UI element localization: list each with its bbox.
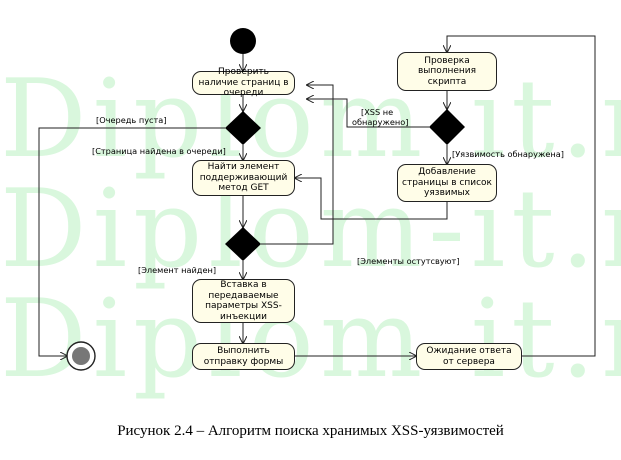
action-find-element: Найти элемент поддерживающий метод GET <box>192 160 295 196</box>
flow-d2-to-check <box>261 85 334 245</box>
watermark-line-2: Diplom-it.ru <box>0 167 621 292</box>
guard-elements-absent: [Элементы остутсвуют] <box>357 256 460 266</box>
guard-xss-not-found-1: [XSS не <box>361 107 394 117</box>
decision-element <box>225 227 261 261</box>
guard-xss-not-found-2: обнаружено] <box>352 117 409 127</box>
decision-queue <box>225 111 261 145</box>
flow-d3-to-check-queue <box>307 99 429 128</box>
figure-caption: Рисунок 2.4 – Алгоритм поиска хранимых X… <box>117 423 504 439</box>
guard-queue-empty: [Очередь пуста] <box>96 115 167 125</box>
action-add-page: Добавление страницы в список уязвимых <box>397 164 497 202</box>
guard-vuln-found: [Уязвимость обнаружена] <box>452 149 564 159</box>
watermark-line-3: Diplom-it.ru <box>0 277 621 402</box>
action-check-script: Проверка выполнения скрипта <box>397 52 497 91</box>
flow-add-to-find <box>295 178 448 220</box>
action-send-form: Выполнить отправку формы <box>192 343 295 370</box>
end-node <box>66 341 96 371</box>
flow-d1-to-end <box>38 127 225 356</box>
action-insert-params: Вставка в передаваемые параметры XSS-инъ… <box>192 279 295 323</box>
action-check-queue: Проверить наличие страниц в очереди <box>192 67 295 98</box>
guard-element-found: [Элемент найден] <box>138 265 217 275</box>
decision-xss <box>429 109 465 145</box>
start-node <box>230 28 256 54</box>
guard-page-found: [Страница найдена в очереди] <box>92 146 226 156</box>
action-wait-response: Ожидание ответа от сервера <box>416 343 522 370</box>
flow-wait-to-check-script <box>447 35 596 357</box>
